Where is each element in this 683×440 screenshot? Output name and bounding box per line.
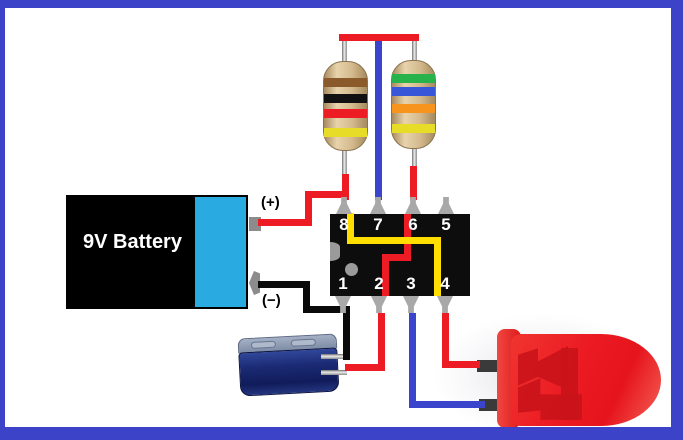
wire-red-top-bar [339,34,419,41]
wire-black-to-pin1 [303,306,350,313]
resistor-left-band-brown [324,78,367,87]
positive-label: (+) [261,194,280,211]
wire-red-resistor-to-pin6 [410,166,417,200]
wire-red-battery-pos-h2 [305,191,349,198]
battery-negative-terminal [249,271,260,295]
pin-label-1: 1 [338,274,348,293]
resistor-right-bottom-lead [412,148,417,170]
ic-pin-2 [371,296,387,313]
pin-label-7: 7 [373,215,383,234]
resistor-left [323,61,368,151]
wire-black-to-capacitor [343,306,350,360]
wire-red-battery-pos-v [305,191,312,226]
wire-red-inside-h [382,254,411,261]
wire-yellow-across [347,237,441,244]
wire-red-pin4-down [442,313,449,368]
pin-label-4: 4 [440,274,450,293]
wire-red-to-capacitor [345,364,385,371]
pin-label-5: 5 [441,215,451,234]
wire-red-to-led [442,361,480,368]
negative-label: (−) [262,292,281,309]
wire-yellow-pin8-down [347,213,354,244]
wire-yellow-to-pin4 [434,237,441,296]
resistor-left-band-black [324,94,367,103]
battery-blue-section [195,197,246,307]
resistor-right-band-green [392,74,435,83]
resistor-left-top-lead [342,41,347,62]
ic-pin1-dot [345,263,358,276]
resistor-left-bottom-lead [342,151,347,177]
wire-black-battery-neg-v [303,281,310,313]
wire-red-battery-pos-h1 [258,219,312,226]
capacitor [237,333,340,397]
ic-notch [330,242,340,261]
resistor-right [391,60,436,149]
led-body [511,334,661,426]
ic-pin-6 [405,197,421,214]
ic-pin-8 [336,197,352,214]
capacitor-vent-slot [250,340,277,349]
wire-red-inside-to-pin2 [382,254,389,296]
resistor-left-band-yellow [324,128,367,137]
wire-blue-to-led [409,401,485,408]
resistor-left-band-red [324,109,367,118]
pin-label-3: 3 [406,274,416,293]
pin-label-2: 2 [374,274,384,293]
resistor-right-band-blue [392,87,435,96]
battery-9v: 9V Battery [66,195,248,309]
led-internal-bar [561,348,578,420]
pin-label-6: 6 [408,215,418,234]
ic-pin-5 [438,197,454,214]
resistor-right-top-lead [412,41,417,61]
ic-pin-3 [403,296,419,313]
wire-red-pin2-down [378,313,385,369]
resistor-right-band-yellow [392,124,435,133]
wire-black-battery-neg-h [258,281,310,288]
ic-pin-7 [370,197,386,214]
capacitor-vent-slot [290,338,317,347]
wire-blue-pin7 [375,39,382,200]
resistor-right-band-orange [392,104,435,113]
battery-label: 9V Battery [83,231,182,253]
wire-red-to-pin8 [342,174,349,200]
wire-blue-pin3-down [409,313,416,408]
capacitor-lead-top [321,354,347,359]
pin-label-8: 8 [339,215,349,234]
capacitor-lead-bottom [321,370,347,375]
